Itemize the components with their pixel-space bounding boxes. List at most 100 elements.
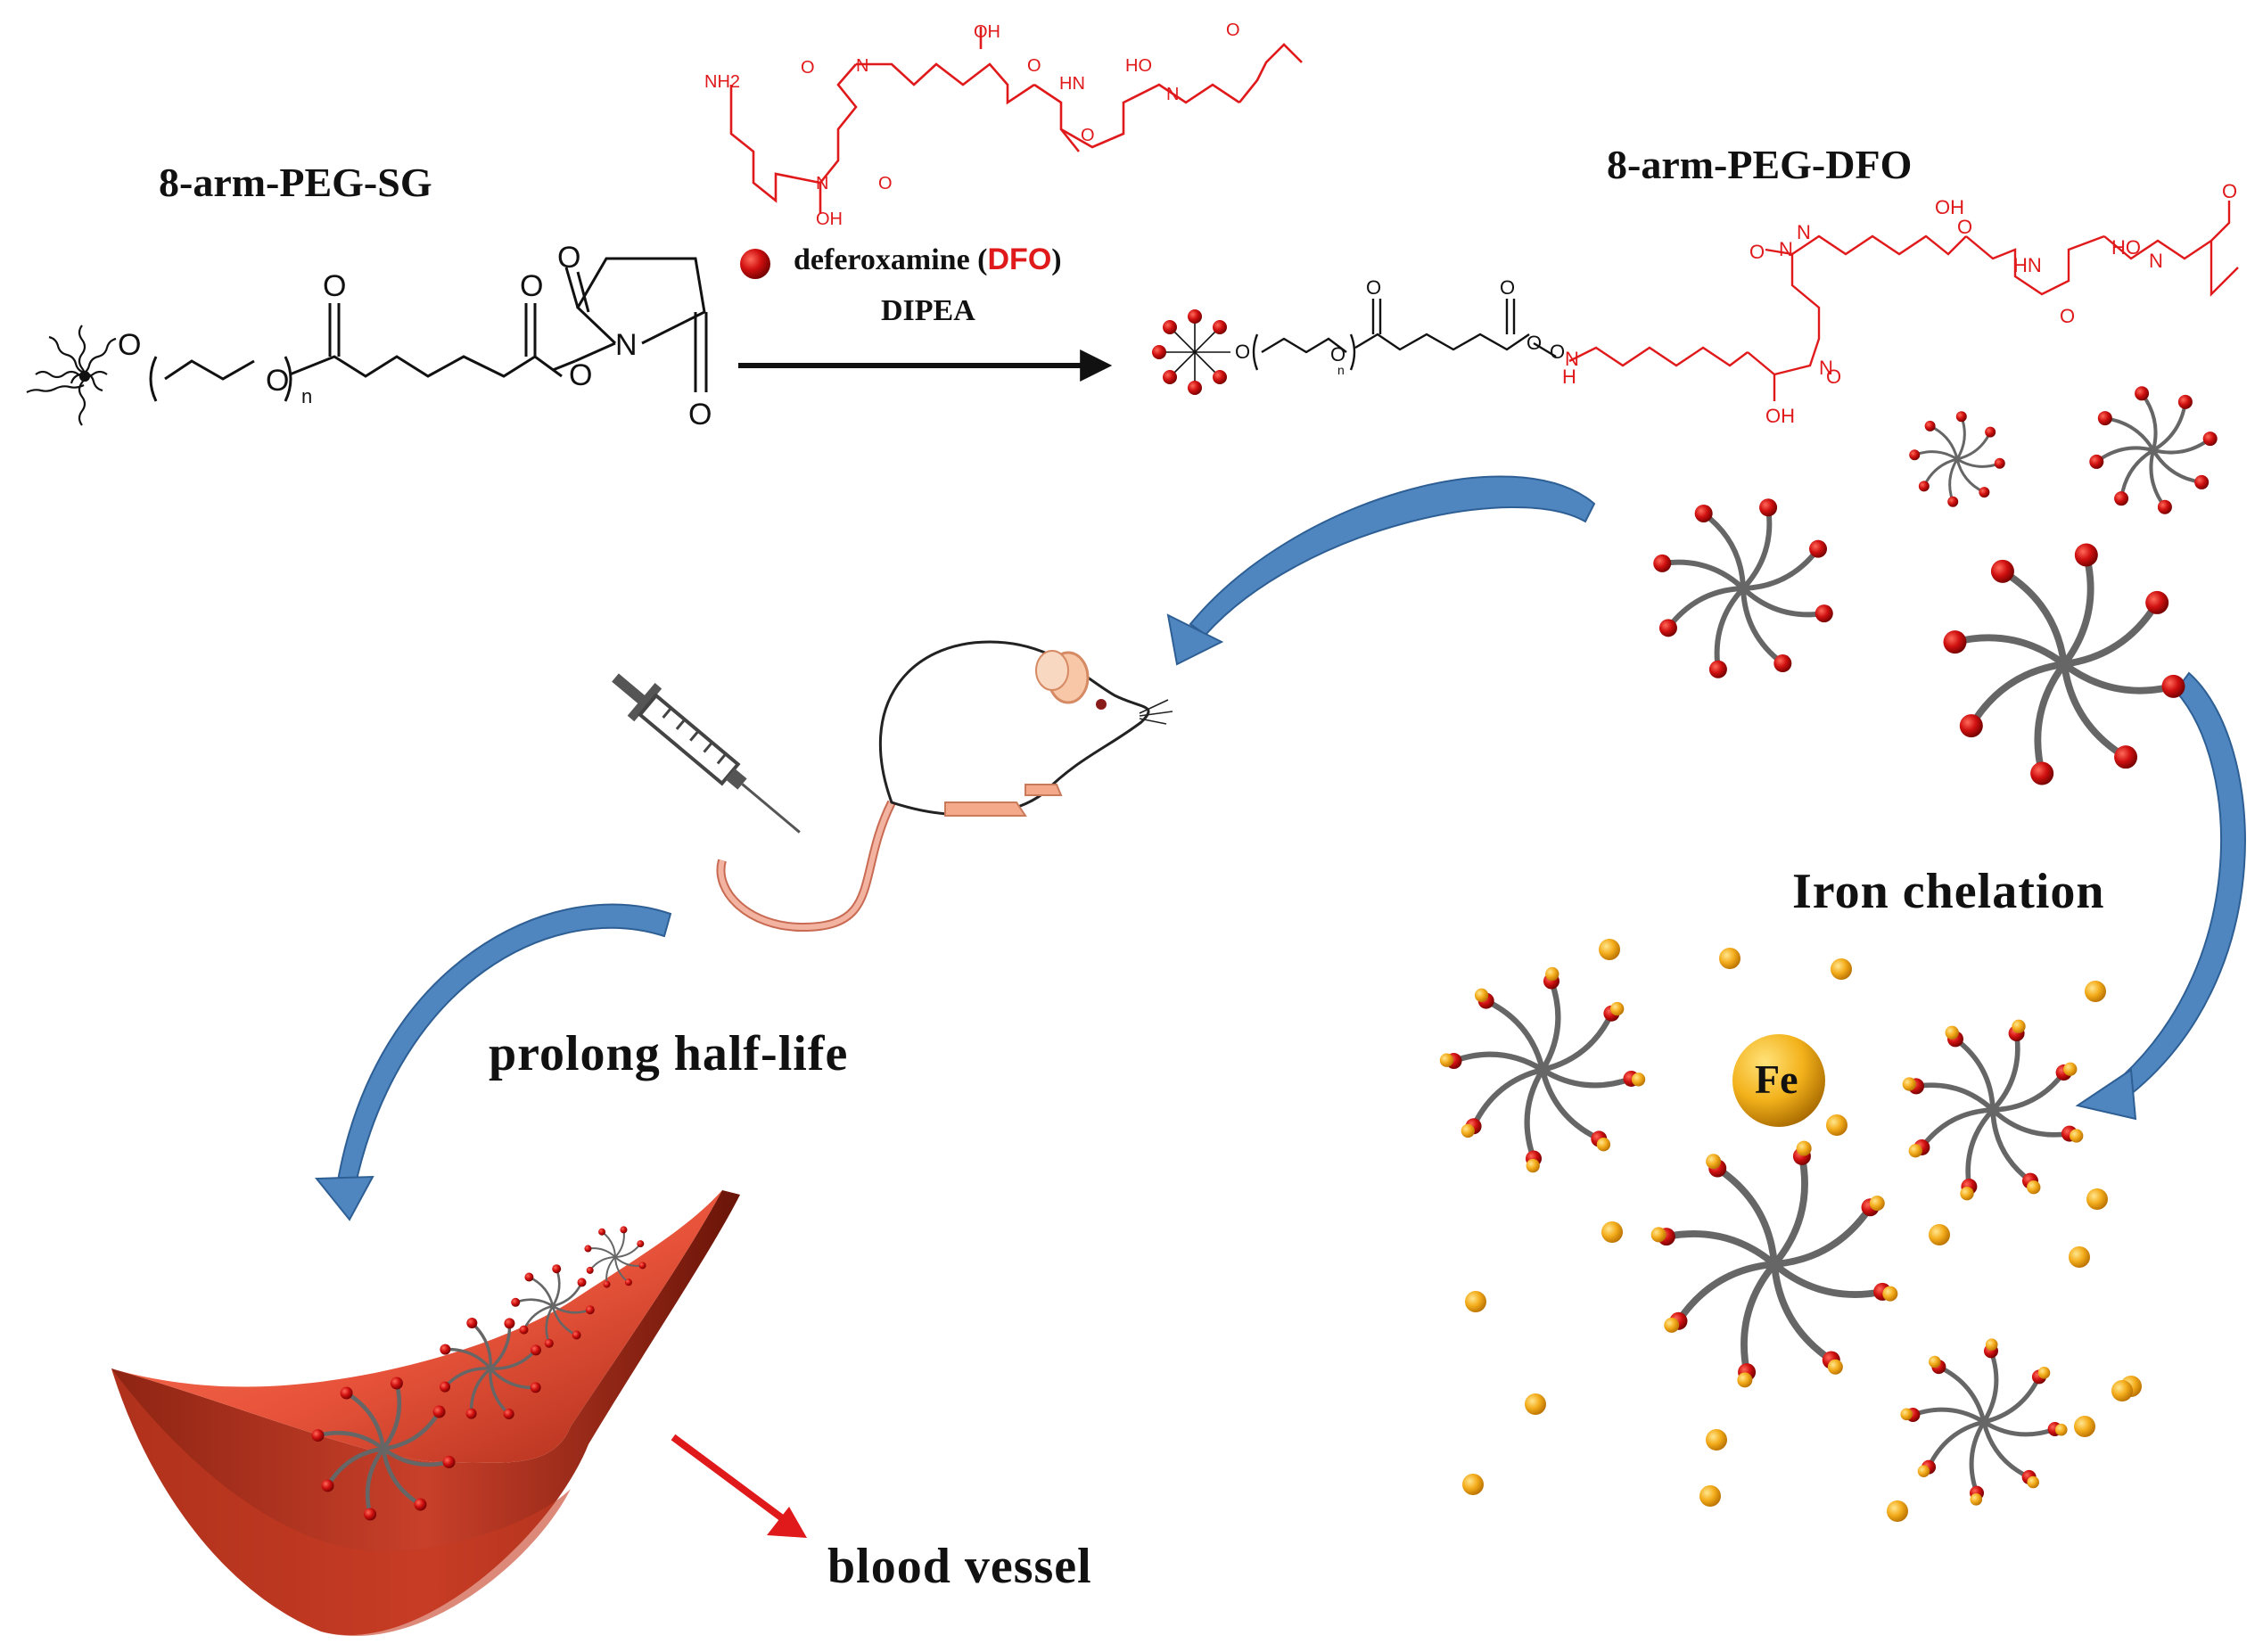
star-polymer-icon bbox=[2089, 386, 2218, 514]
star-polymer-icon bbox=[584, 1226, 646, 1288]
iron-dot bbox=[2086, 1188, 2108, 1210]
dfo-structure bbox=[729, 27, 1303, 214]
atom-label: O bbox=[1550, 341, 1565, 363]
iron-dot bbox=[2069, 1246, 2090, 1268]
atom-label: O bbox=[688, 398, 712, 431]
star-polymer-icon bbox=[1902, 1019, 2084, 1201]
iron-chelation-label: Iron chelation bbox=[1792, 864, 2105, 919]
iron-dot bbox=[1465, 1291, 1486, 1312]
iron-dot bbox=[1719, 948, 1740, 969]
atom-label: O bbox=[1500, 276, 1515, 299]
dfo-atoms: NH2 O N OH O HN HO N O N OH O O bbox=[704, 21, 1240, 229]
star-polymer-icon bbox=[511, 1264, 595, 1348]
arrow-to-mouse bbox=[1189, 475, 1596, 637]
iron-dot bbox=[2111, 1380, 2133, 1401]
atom-label: N bbox=[816, 174, 828, 193]
product-core-beads bbox=[1152, 309, 1227, 395]
atom-label: O bbox=[801, 58, 815, 78]
star-polymer-icon bbox=[1653, 498, 1833, 678]
peg-sg-structure bbox=[26, 257, 708, 426]
atom-label: O bbox=[1526, 332, 1542, 354]
atom-label: O bbox=[1235, 341, 1250, 363]
atom-label: O bbox=[1366, 276, 1381, 299]
reagent-paren-open: ( bbox=[977, 243, 988, 276]
star-polymer-icon bbox=[1900, 1338, 2068, 1506]
arrow-head bbox=[1166, 613, 1224, 666]
iron-dot bbox=[1599, 939, 1620, 960]
atom-label: O bbox=[557, 241, 580, 275]
reactant-label: 8-arm-PEG-SG bbox=[159, 160, 432, 205]
product-core-icon bbox=[1159, 316, 1230, 388]
star-polymer-icon bbox=[1439, 966, 1646, 1173]
iron-dot bbox=[1887, 1500, 1908, 1522]
peg-dfo-atoms: O O O O O O N O N OH O HN HO N O N OH O … bbox=[1235, 180, 2237, 427]
atom-label: O bbox=[2060, 305, 2075, 327]
atom-label: N bbox=[1819, 357, 1833, 379]
atom-label: HN bbox=[2013, 254, 2042, 276]
star-polymer-icon bbox=[440, 1318, 541, 1419]
atom-label: O bbox=[323, 269, 346, 303]
atom-label: N bbox=[1565, 348, 1579, 370]
atom-label: O bbox=[118, 328, 141, 362]
atom-label: O bbox=[1957, 216, 1972, 238]
blue-arrows bbox=[314, 475, 2246, 1221]
iron-ions bbox=[1462, 939, 2142, 1522]
star-polymer-icon bbox=[1943, 543, 2185, 785]
star-polymer-icon bbox=[311, 1377, 456, 1521]
blood-vessel-label: blood vessel bbox=[827, 1539, 1092, 1594]
atom-label: O bbox=[1027, 56, 1041, 76]
atom-label: O bbox=[1330, 343, 1345, 366]
atom-label: HN bbox=[1059, 74, 1085, 94]
atom-label: O bbox=[569, 358, 592, 392]
star-polymer-icon bbox=[1650, 1140, 1898, 1388]
peg-core-icon bbox=[26, 325, 117, 426]
atom-label: O bbox=[1826, 366, 1841, 388]
iron-dot bbox=[1826, 1114, 1847, 1136]
atom-label: N bbox=[1779, 238, 1793, 260]
atom-label: O bbox=[1226, 21, 1240, 40]
reagent-label: deferoxamine (DFO) bbox=[794, 242, 1062, 277]
iron-ion-icon bbox=[1732, 1034, 1825, 1127]
reagent-paren-close: ) bbox=[1051, 243, 1062, 276]
star-polymer-icon bbox=[1909, 411, 2005, 507]
reagent-abbr: DFO bbox=[987, 242, 1052, 276]
atom-label: O bbox=[2222, 180, 2237, 202]
atom-label: H bbox=[1562, 366, 1576, 388]
product-label: 8-arm-PEG-DFO bbox=[1607, 142, 1913, 187]
iron-dot bbox=[1929, 1224, 1950, 1245]
iron-dot bbox=[1706, 1429, 1727, 1451]
atom-label: N bbox=[2149, 250, 2163, 272]
iron-dot bbox=[1699, 1485, 1721, 1507]
arrow-head bbox=[2075, 1068, 2137, 1121]
atom-label: O bbox=[1749, 241, 1765, 263]
atom-label: O bbox=[520, 269, 543, 303]
atom-label: N bbox=[1166, 85, 1179, 104]
blood-vessel-icon bbox=[111, 1190, 740, 1637]
subscript-n: n bbox=[1337, 363, 1345, 377]
iron-dot bbox=[1601, 1221, 1623, 1243]
iron-dot bbox=[1525, 1393, 1546, 1415]
peg-dfo-structure bbox=[1152, 201, 2239, 401]
vessel-pointer-arrow bbox=[671, 1434, 807, 1538]
reagent-name: deferoxamine bbox=[794, 243, 970, 276]
atom-label: O bbox=[1081, 126, 1095, 145]
iron-dot bbox=[2074, 1416, 2095, 1437]
iron-dot bbox=[1831, 958, 1852, 980]
atom-label: O bbox=[266, 364, 289, 398]
atom-label: N bbox=[856, 56, 868, 76]
atom-label: N bbox=[1797, 221, 1811, 243]
fe-label: Fe bbox=[1755, 1056, 1798, 1102]
atom-label: HO bbox=[1125, 56, 1152, 76]
atom-label: HO bbox=[2111, 236, 2141, 259]
atom-label: N bbox=[615, 328, 638, 362]
syringe-icon bbox=[612, 673, 801, 834]
arrow-head bbox=[314, 1175, 374, 1221]
peg-sg-atoms: O O O O O O N O n bbox=[118, 241, 712, 431]
iron-dot bbox=[2085, 981, 2106, 1002]
prolong-half-life-label: prolong half-life bbox=[489, 1026, 849, 1081]
atom-label: OH bbox=[816, 210, 843, 229]
mouse-icon bbox=[716, 640, 1173, 933]
atom-label: NH2 bbox=[704, 72, 740, 92]
atom-label: OH bbox=[1935, 196, 1964, 218]
